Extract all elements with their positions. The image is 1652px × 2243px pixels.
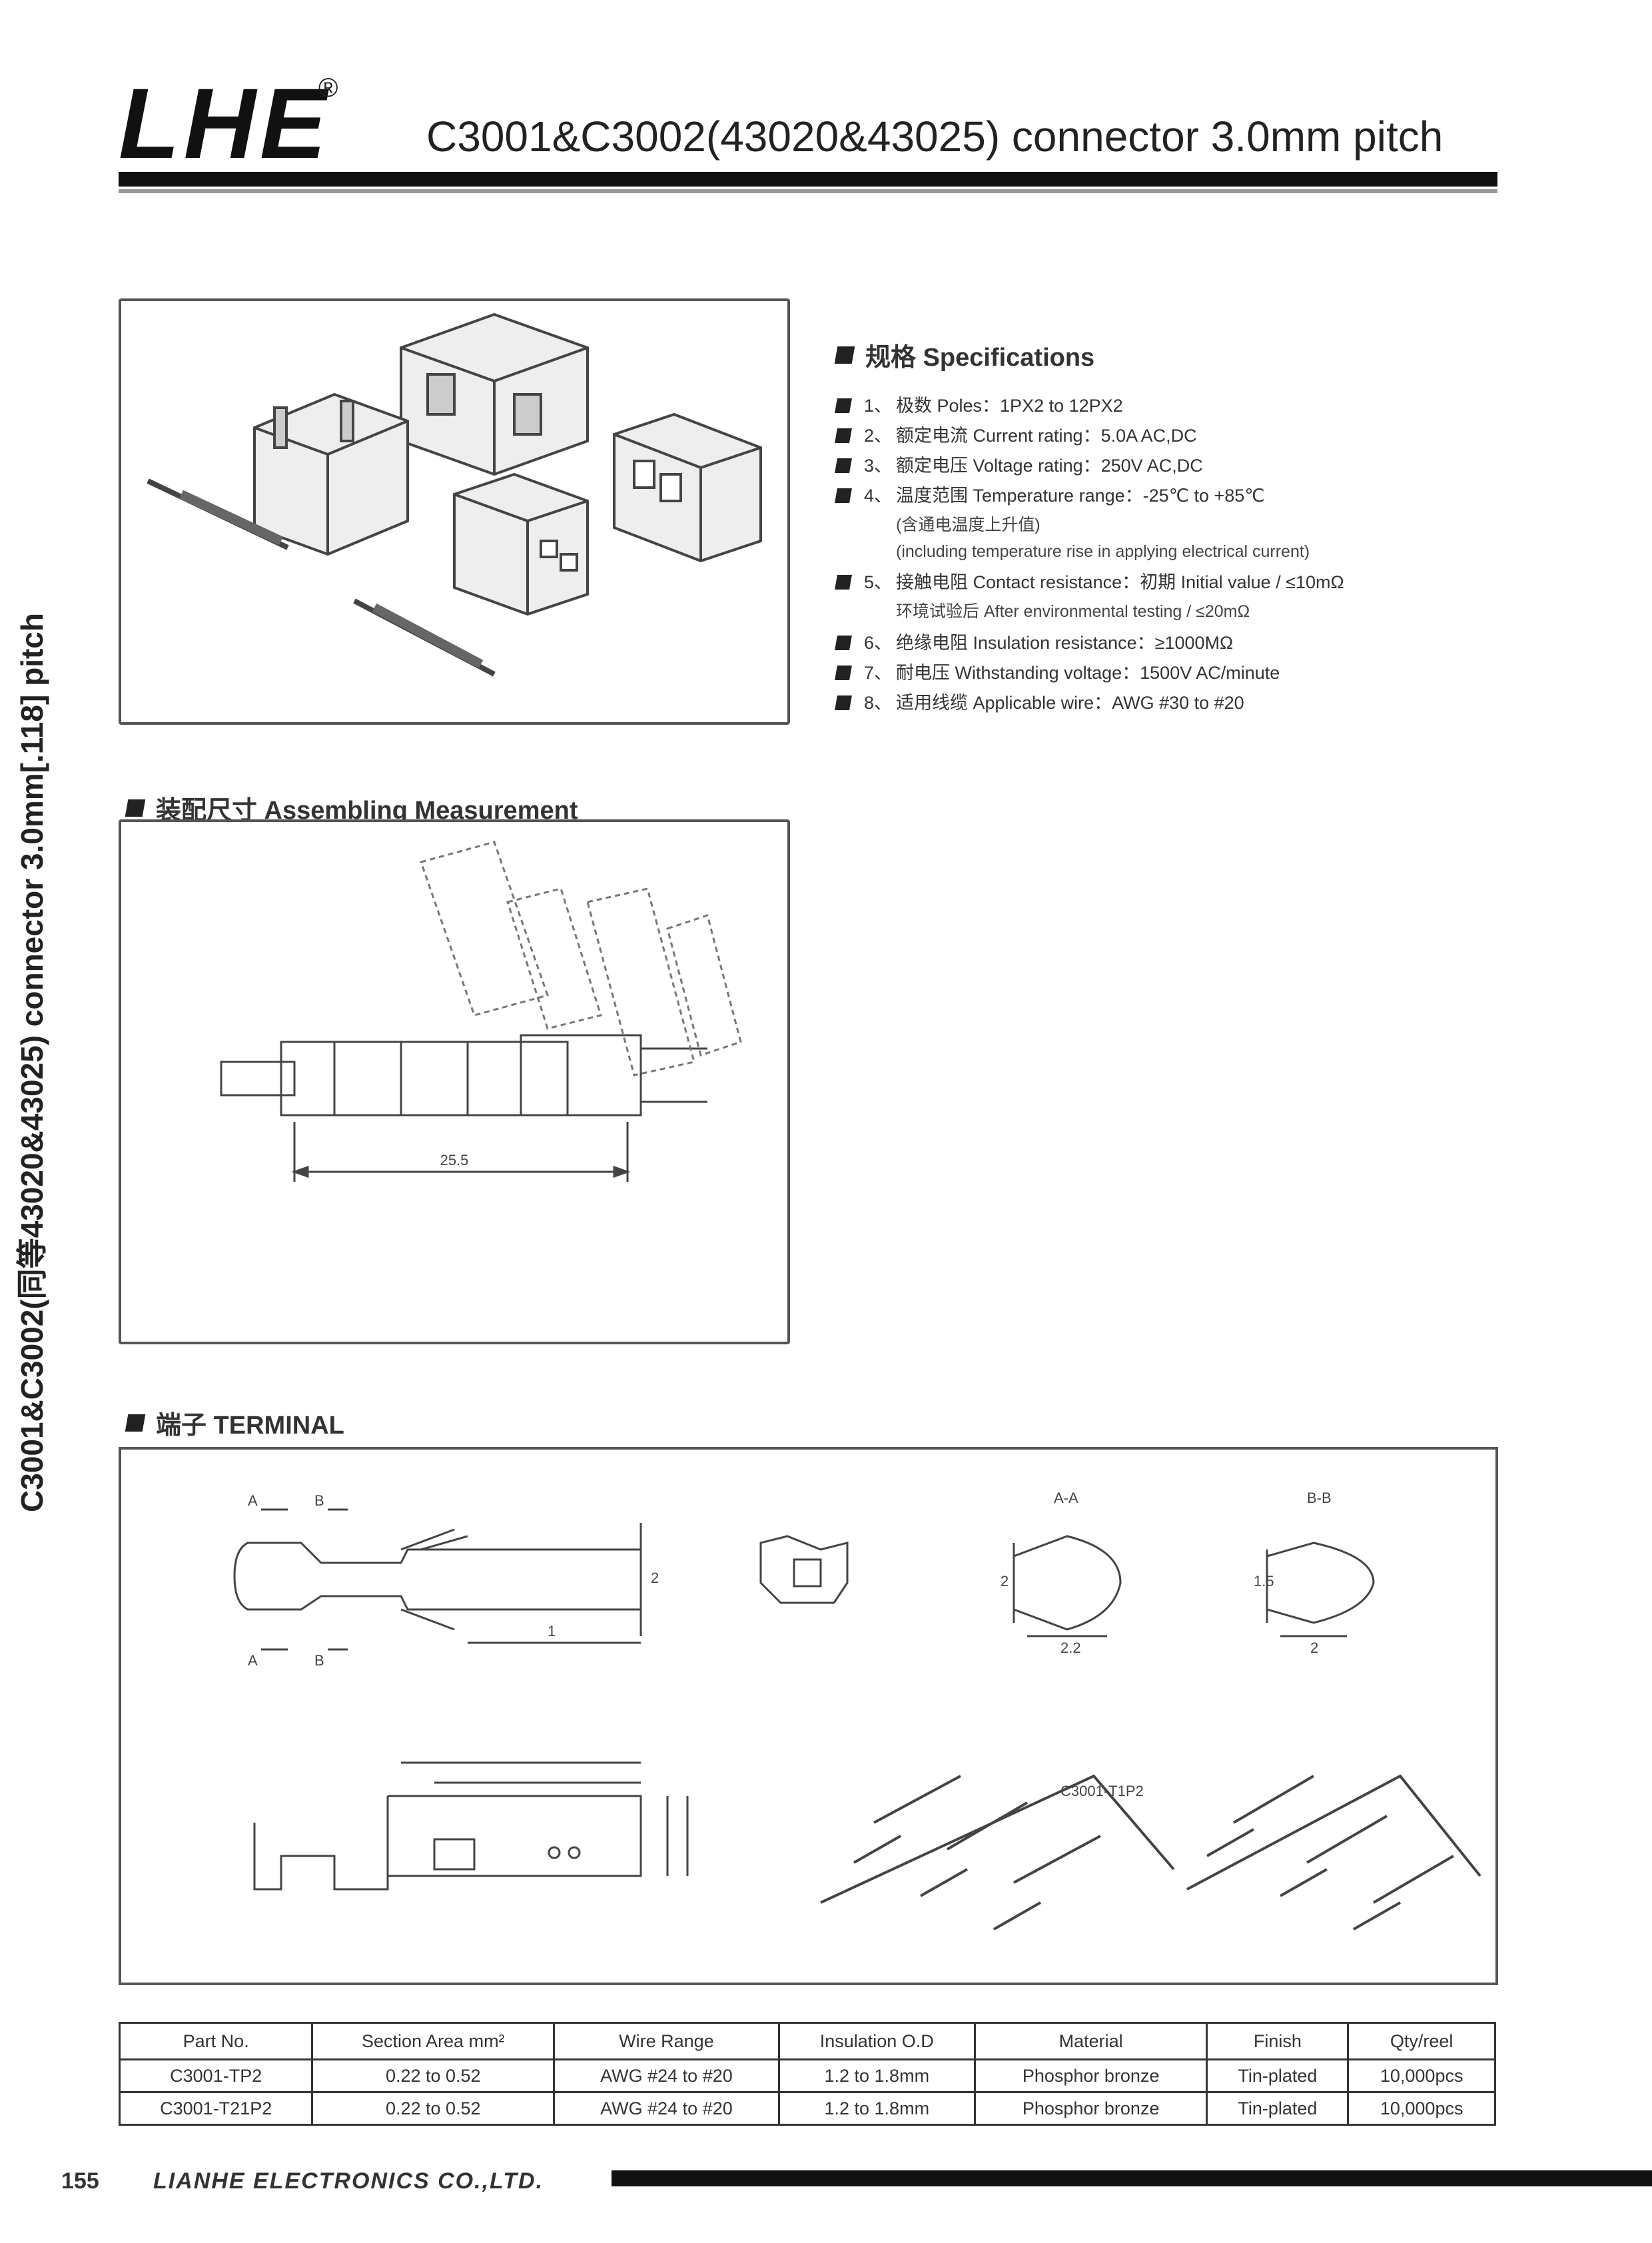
spec-note: 环境试验后 After environmental testing / ≤20m… <box>896 602 1250 621</box>
table-cell: Phosphor bronze <box>973 2091 1208 2126</box>
table-row: C3001-T21P2 0.22 to 0.52 AWG #24 to #20 … <box>118 2091 1496 2126</box>
registered-mark: ® <box>318 73 338 103</box>
dimension-label: 1 <box>548 1623 556 1639</box>
bullet-icon <box>834 346 855 364</box>
bullet-icon <box>835 695 852 710</box>
terminal-heading: 端子 TERMINAL <box>125 1404 344 1441</box>
table-cell: 1.2 to 1.8mm <box>777 2091 976 2126</box>
terminal-drawing: A B A B 1 2 A-A B-B 2.2 2 2 1.5 C3001-T1… <box>233 1490 1481 1931</box>
table-header-cell: Insulation O.D <box>777 2022 976 2060</box>
table-header-cell: Qty/reel <box>1347 2022 1496 2060</box>
dimension-label: 2 <box>1001 1573 1009 1589</box>
terminal-spec-table: Part No. Section Area mm² Wire Range Ins… <box>118 2022 1496 2126</box>
section-mark-a: A <box>248 1652 258 1669</box>
company-name: LIANHE ELECTRONICS CO.,LTD. <box>153 2168 544 2194</box>
terminal-drawing-box: A B A B 1 2 A-A B-B 2.2 2 2 1.5 C3001-T1… <box>119 1447 1498 1985</box>
table-header-cell: Finish <box>1206 2022 1350 2060</box>
bullet-icon <box>835 488 852 503</box>
spec-item: 7、耐电压 Withstanding voltage：1500V AC/minu… <box>835 664 1635 682</box>
table-cell: Phosphor bronze <box>973 2058 1208 2093</box>
bullet-icon <box>835 398 852 413</box>
bullet-icon <box>835 428 852 443</box>
spec-item: 1、极数 Poles：1PX2 to 12PX2 <box>835 397 1635 415</box>
assembling-drawing: 25.5 <box>220 841 742 1182</box>
spec-note: (including temperature rise in applying … <box>896 542 1310 561</box>
bullet-icon <box>835 636 852 650</box>
dimension-label: 2 <box>1310 1639 1318 1656</box>
specifications-heading: 规格 Specifications <box>834 336 1635 373</box>
table-header-row: Part No. Section Area mm² Wire Range Ins… <box>118 2022 1496 2060</box>
footer-rule <box>612 2170 1652 2186</box>
spec-item: 3、额定电压 Voltage rating：250V AC,DC <box>835 457 1635 475</box>
table-cell: 10,000pcs <box>1347 2091 1496 2126</box>
section-mark-a: A <box>248 1492 258 1509</box>
spec-item: 4、温度范围 Temperature range：-25℃ to +85℃ <box>835 487 1635 505</box>
spec-item: 2、额定电流 Current rating：5.0A AC,DC <box>835 427 1635 445</box>
bullet-icon <box>835 666 852 680</box>
section-mark-b: B <box>314 1652 324 1669</box>
dimension-label: 1.5 <box>1254 1573 1274 1589</box>
table-cell: Tin-plated <box>1206 2091 1350 2126</box>
header-rule <box>119 172 1497 187</box>
table-cell: 0.22 to 0.52 <box>311 2091 556 2126</box>
table-cell: C3001-T21P2 <box>118 2091 314 2126</box>
dimension-label: 2 <box>651 1570 659 1586</box>
section-mark-b: B <box>314 1492 324 1509</box>
section-label-a: A-A <box>1054 1490 1078 1506</box>
spec-note: (含通电温度上升值) <box>896 516 1040 534</box>
table-cell: AWG #24 to #20 <box>553 2091 780 2126</box>
table-cell: 10,000pcs <box>1347 2058 1496 2093</box>
bullet-icon <box>835 575 852 590</box>
table-header-cell: Part No. <box>118 2022 314 2060</box>
table-header-cell: Section Area mm² <box>311 2022 556 2060</box>
dimension-label: 2.2 <box>1060 1639 1081 1656</box>
side-title: C3001&C3002(同等43020&43025) connector 3.0… <box>15 613 49 1512</box>
spec-item: 6、绝缘电阻 Insulation resistance：≥1000MΩ <box>835 634 1635 652</box>
reel-label: C3001-T1P2 <box>1060 1783 1144 1799</box>
page-title: C3001&C3002(43020&43025) connector 3.0mm… <box>426 113 1444 161</box>
bullet-icon <box>835 458 852 473</box>
specifications-list: 规格 Specifications 1、极数 Poles：1PX2 to 12P… <box>834 336 1635 724</box>
table-cell: 1.2 to 1.8mm <box>777 2058 976 2093</box>
bullet-icon <box>125 799 146 817</box>
assembling-drawing-box: 25.5 <box>119 819 790 1344</box>
table-cell: AWG #24 to #20 <box>553 2058 780 2093</box>
table-row: C3001-TP2 0.22 to 0.52 AWG #24 to #20 1.… <box>118 2058 1496 2093</box>
page-number: 155 <box>61 2168 99 2194</box>
product-illustration-box <box>119 298 790 725</box>
connector-illustration <box>147 312 762 677</box>
table-cell: Tin-plated <box>1206 2058 1350 2093</box>
table-cell: C3001-TP2 <box>118 2058 314 2093</box>
brand-logo: LHE <box>119 67 330 179</box>
table-header-cell: Wire Range <box>553 2022 780 2060</box>
dimension-label: 25.5 <box>440 1152 469 1168</box>
bullet-icon <box>125 1414 146 1432</box>
table-header-cell: Material <box>973 2022 1208 2060</box>
table-cell: 0.22 to 0.52 <box>311 2058 556 2093</box>
header-rule-shadow <box>119 189 1497 193</box>
spec-item: 5、接触电阻 Contact resistance：初期 Initial val… <box>835 574 1635 592</box>
spec-item: 8、适用线缆 Applicable wire：AWG #30 to #20 <box>835 694 1635 712</box>
section-label-b: B-B <box>1307 1490 1332 1506</box>
